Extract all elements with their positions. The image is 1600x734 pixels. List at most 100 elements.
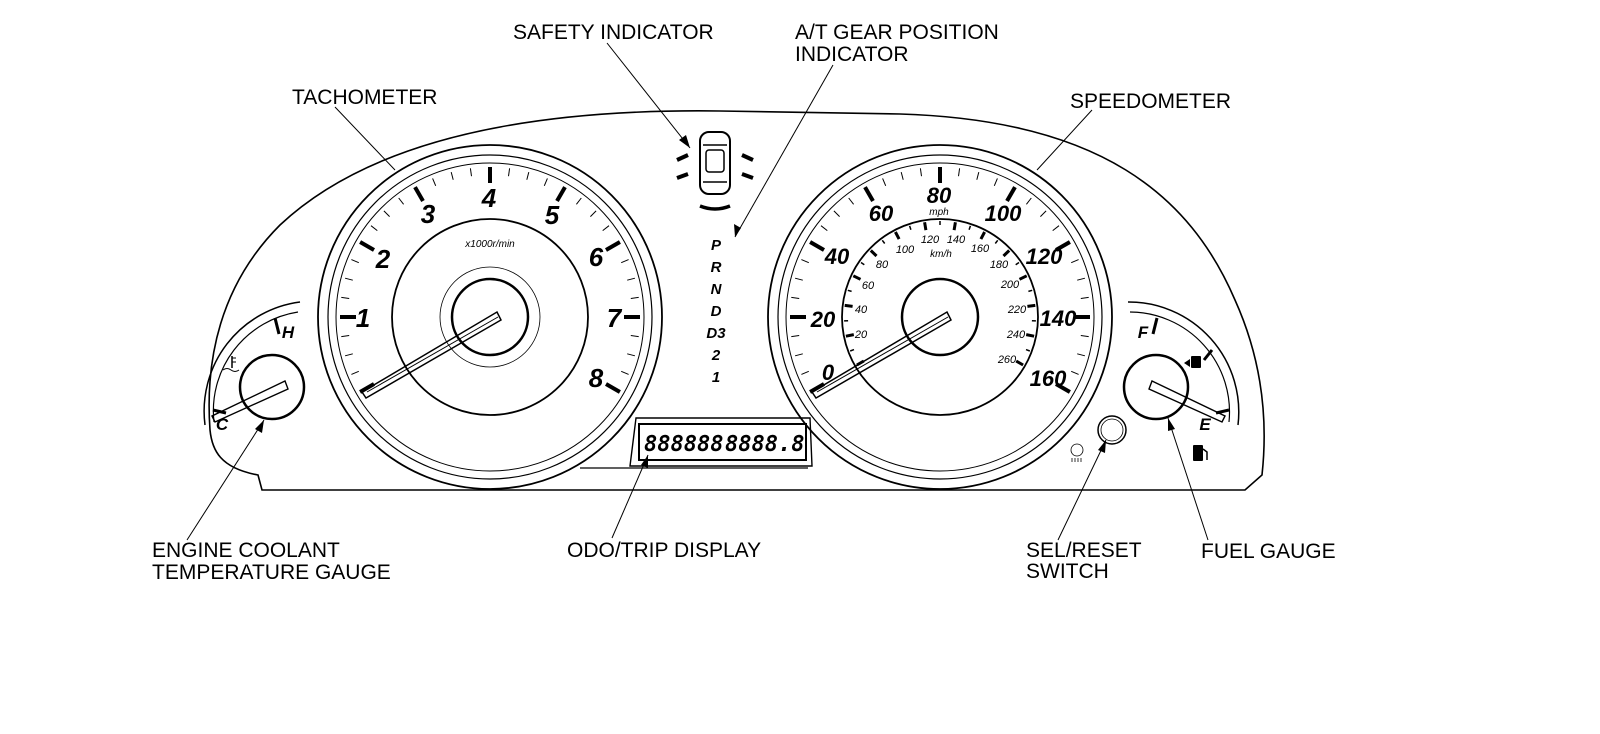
minor-tick: [383, 210, 390, 217]
gear-d3: D3: [706, 325, 726, 342]
label-safety-indicator: SAFETY INDICATOR: [513, 21, 714, 44]
tach-number-8: 8: [589, 363, 604, 393]
illumination-icon: [1070, 443, 1084, 462]
label-sel-reset-line1: SEL/RESET: [1026, 539, 1142, 562]
kmh-number-80: 80: [876, 259, 889, 271]
minor-tick: [848, 197, 854, 205]
kmh-number-20: 20: [854, 329, 868, 341]
minor-tick: [820, 225, 828, 231]
minor-tick: [791, 296, 800, 299]
gear-position-indicator: P R N D D3 2 1: [706, 237, 726, 386]
major-tick: [359, 382, 375, 394]
kmh-tick: [1015, 359, 1024, 367]
speedometer-outer-ring: [767, 144, 1113, 490]
gear-2: 2: [711, 347, 721, 364]
tachometer-hub: [450, 277, 530, 357]
sel-reset-knob[interactable]: [1097, 415, 1127, 445]
kmh-tick: [1028, 289, 1033, 293]
minor-tick: [344, 353, 353, 357]
fuel-half-tick: [1202, 349, 1214, 361]
kmh-number-200: 200: [1000, 279, 1020, 291]
fuel-gauge: F E: [1122, 301, 1240, 461]
kmh-number-40: 40: [855, 304, 868, 316]
kmh-number-60: 60: [862, 280, 875, 292]
minor-tick: [833, 210, 840, 217]
coolant-cold-label: C: [216, 415, 229, 434]
tach-number-6: 6: [589, 242, 604, 272]
minor-tick: [590, 210, 597, 217]
label-sel-reset-line2: SWITCH: [1026, 560, 1109, 583]
tach-number-1: 1: [356, 303, 370, 333]
minor-tick: [341, 335, 350, 338]
tachometer-needle: [360, 310, 502, 400]
minor-tick: [1080, 296, 1089, 299]
label-coolant-line2: TEMPERATURE GAUGE: [152, 561, 391, 584]
label-odo-trip: ODO/TRIP DISPLAY: [567, 539, 761, 562]
gear-p: P: [711, 237, 722, 254]
minor-tick: [543, 178, 548, 186]
minor-tick: [1040, 210, 1047, 217]
kmh-tick: [923, 221, 928, 231]
kmh-tick: [849, 348, 855, 352]
kmh-tick: [1002, 249, 1011, 258]
tachometer-unit: x1000r/min: [464, 239, 515, 250]
kmh-tick: [994, 239, 999, 244]
kmh-tick: [1025, 333, 1035, 338]
minor-tick: [370, 225, 378, 231]
minor-tick: [1071, 370, 1079, 375]
major-tick: [809, 382, 825, 394]
kmh-tick: [860, 261, 865, 266]
major-tick: [1005, 186, 1017, 202]
minor-tick: [351, 370, 359, 375]
tach-number-2: 2: [375, 244, 391, 274]
tach-number-4: 4: [481, 183, 497, 213]
kmh-tick: [1025, 348, 1031, 352]
cluster-housing: [208, 110, 1265, 491]
minor-tick: [1077, 277, 1086, 281]
minor-tick: [794, 277, 803, 281]
minor-tick: [630, 296, 639, 299]
leader-safety: [606, 42, 691, 149]
kmh-tick: [881, 239, 886, 244]
speedometer-inner-dial: [841, 218, 1039, 416]
kmh-tick: [952, 221, 957, 231]
label-coolant-line1: ENGINE COOLANT: [152, 539, 340, 562]
kmh-number-240: 240: [1006, 329, 1026, 341]
mph-number-0: 0: [822, 360, 835, 385]
kmh-tick: [908, 225, 912, 230]
minor-tick: [801, 370, 809, 375]
minor-tick: [900, 171, 904, 180]
odo-left-digits: 888888: [644, 432, 723, 457]
tach-number-5: 5: [545, 200, 560, 230]
kmh-tick: [847, 289, 852, 293]
sel-reset-switch[interactable]: [1070, 415, 1127, 462]
fuel-full-tick: [1151, 317, 1159, 335]
label-fuel-gauge: FUEL GAUGE: [1201, 540, 1336, 563]
kmh-tick: [1018, 274, 1028, 281]
minor-tick: [469, 168, 472, 177]
kmh-tick: [869, 249, 878, 258]
minor-tick: [993, 178, 998, 186]
kmh-number-220: 220: [1007, 304, 1027, 316]
kmh-tick: [1015, 261, 1020, 266]
minor-tick: [398, 197, 404, 205]
gear-n: N: [711, 281, 723, 298]
minor-tick: [882, 178, 887, 186]
coolant-cold-tick: [212, 408, 227, 415]
odo-right-digits: 8888.8: [725, 432, 804, 457]
leader-tachometer: [334, 106, 396, 171]
minor-tick: [1080, 335, 1089, 338]
mph-number-160: 160: [1030, 366, 1067, 391]
mph-number-40: 40: [824, 244, 850, 269]
minor-tick: [627, 277, 636, 281]
fuel-door-side-icon: [1184, 356, 1201, 368]
minor-tick: [526, 171, 530, 180]
speedometer: 0 20 40 60 80 100 120 140 160 mph 20 40 …: [767, 144, 1113, 490]
minor-tick: [630, 335, 639, 338]
mph-number-100: 100: [985, 201, 1022, 226]
minor-tick: [1071, 259, 1079, 264]
mph-number-120: 120: [1026, 244, 1063, 269]
minor-tick: [450, 171, 454, 180]
major-tick: [605, 240, 621, 252]
tach-number-3: 3: [421, 199, 436, 229]
